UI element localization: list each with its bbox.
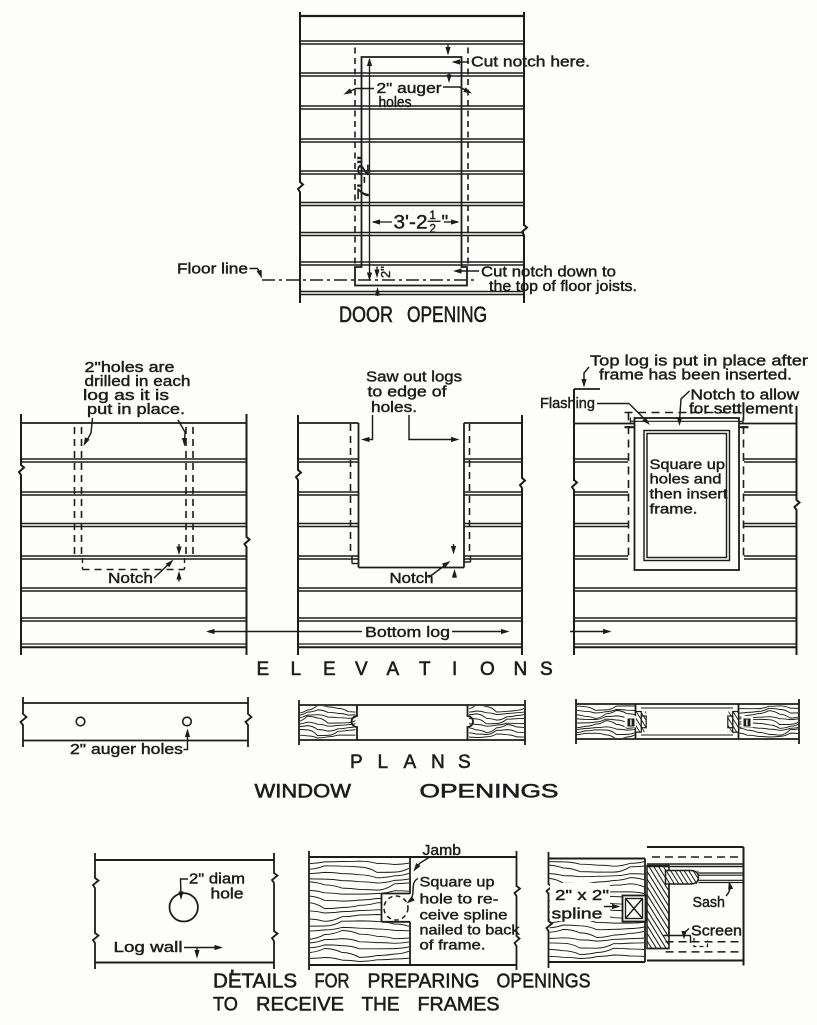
svg-text:WINDOW: WINDOW [255, 782, 352, 803]
svg-text:Screen: Screen [691, 924, 742, 940]
svg-text:E: E [323, 659, 336, 680]
svg-text:Square up: Square up [420, 874, 495, 890]
svg-text:7'-2": 7'-2" [356, 156, 373, 200]
svg-text:L: L [291, 659, 302, 680]
svg-text:holes and: holes and [650, 471, 722, 487]
svg-text:A: A [387, 659, 400, 680]
svg-text:O: O [480, 659, 495, 680]
svg-text:Notch: Notch [108, 571, 153, 587]
svg-text:spline: spline [552, 907, 603, 923]
svg-text:Square up: Square up [650, 456, 726, 472]
svg-text:frame has been inserted.: frame has been inserted. [599, 367, 792, 384]
svg-text:Sash: Sash [693, 895, 726, 911]
svg-text:Notch to allow: Notch to allow [691, 388, 800, 404]
svg-text:ceive spline: ceive spline [420, 907, 508, 923]
svg-text:TO: TO [213, 994, 238, 1016]
svg-text:put in place.: put in place. [87, 402, 185, 418]
svg-text:log as it is: log as it is [83, 388, 169, 404]
svg-text:Jamb: Jamb [423, 843, 462, 859]
svg-text:RECEIVE: RECEIVE [256, 994, 344, 1016]
svg-text:2" diam: 2" diam [189, 872, 245, 888]
svg-text:Notch: Notch [390, 571, 434, 587]
svg-text:OPENING: OPENING [407, 302, 487, 327]
svg-text:of frame.: of frame. [420, 937, 486, 953]
svg-text:S: S [540, 659, 553, 680]
svg-text:1: 1 [430, 210, 436, 222]
svg-text:I: I [452, 659, 457, 680]
svg-text:2: 2 [430, 224, 436, 236]
svg-text:OPENINGS: OPENINGS [420, 782, 559, 803]
svg-text:PREPARING: PREPARING [368, 971, 480, 993]
svg-text:DETAILS: DETAILS [213, 971, 297, 993]
svg-text:hole: hole [211, 887, 244, 903]
svg-text:the top of floor joists.: the top of floor joists. [489, 279, 637, 295]
svg-text:2": 2" [378, 266, 393, 278]
svg-text:L: L [378, 752, 389, 773]
svg-text:then insert: then insert [650, 486, 728, 502]
svg-text:frame.: frame. [650, 501, 698, 517]
svg-text:THE: THE [362, 994, 400, 1016]
svg-text:DOOR: DOOR [339, 302, 393, 327]
svg-text:Cut notch here.: Cut notch here. [471, 55, 590, 71]
svg-text:hole to re-: hole to re- [420, 891, 499, 907]
svg-text:Cut notch down to: Cut notch down to [481, 265, 616, 281]
svg-text:E: E [257, 659, 270, 680]
svg-text:T: T [419, 659, 431, 680]
svg-text:2" auger holes: 2" auger holes [70, 742, 183, 758]
svg-text:Bottom log: Bottom log [365, 624, 450, 641]
svg-text:P: P [350, 752, 363, 773]
svg-text:Saw out logs: Saw out logs [366, 370, 462, 386]
svg-text:N: N [514, 659, 528, 680]
svg-text:FRAMES: FRAMES [418, 994, 500, 1016]
svg-text:2"holes are: 2"holes are [85, 360, 175, 376]
svg-text:to edge of: to edge of [368, 385, 448, 401]
svg-text:A: A [404, 752, 417, 773]
svg-text:Flashing: Flashing [540, 396, 595, 412]
svg-text:nailed to back: nailed to back [420, 922, 521, 938]
svg-text:for settlement: for settlement [689, 402, 793, 418]
svg-text:holes: holes [379, 95, 412, 111]
svg-text:S: S [458, 752, 471, 773]
svg-text:drilled in each: drilled in each [85, 374, 191, 390]
svg-text:2" x 2": 2" x 2" [555, 888, 609, 904]
svg-text:V: V [355, 659, 368, 680]
svg-text:Top log is put in place after: Top log is put in place after [590, 353, 808, 370]
svg-text:": " [442, 213, 449, 234]
svg-text:Floor line: Floor line [177, 262, 248, 278]
svg-text:holes.: holes. [371, 400, 417, 416]
svg-text:Log wall: Log wall [114, 940, 183, 956]
svg-text:2" auger: 2" auger [377, 81, 442, 97]
svg-text:N: N [431, 752, 445, 773]
svg-text:3'-2: 3'-2 [394, 213, 428, 234]
svg-text:FOR: FOR [315, 971, 350, 993]
svg-text:OPENINGS: OPENINGS [497, 971, 591, 993]
